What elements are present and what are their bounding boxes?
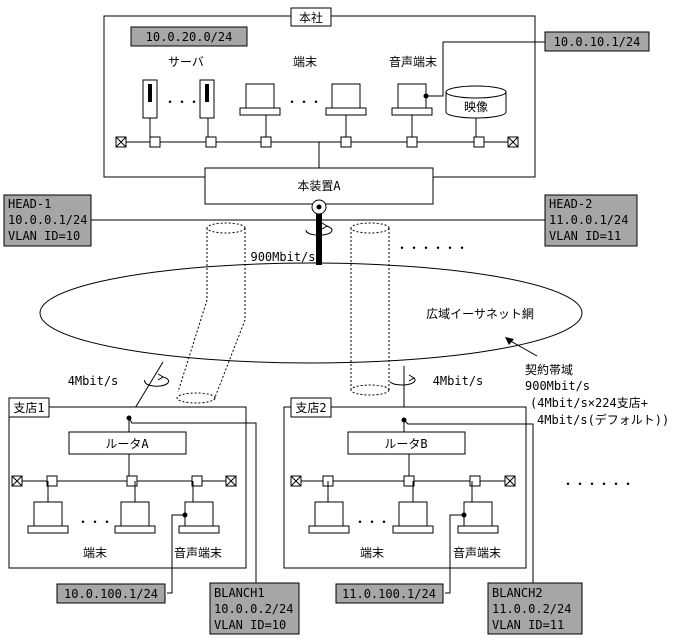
contract-line4: 4Mbit/s(デフォルト)) — [537, 412, 669, 427]
head2-vlan: VLAN ID=11 — [549, 229, 621, 243]
rotate-arrow-icon — [389, 377, 416, 386]
trunk-link — [316, 210, 322, 265]
blanch2-ip: 11.0.0.2/24 — [492, 602, 571, 616]
terminal-pc-icon — [27, 501, 69, 534]
branch2-title: 支店2 — [295, 401, 326, 415]
router-b — [347, 431, 466, 455]
contract-line1: 契約帯域 — [525, 362, 573, 377]
blanch2-label-box: BLANCH2 11.0.0.2/24 VLAN ID=11 — [487, 582, 583, 635]
virtual-tunnel-2 — [350, 222, 390, 396]
contract-line2: 900Mbit/s — [525, 379, 590, 393]
hq-voice-ip: 10.0.10.1/24 — [554, 35, 641, 49]
branch1-terminal-label: 端末 — [83, 546, 107, 560]
voice-terminal-icon — [391, 83, 433, 116]
hq-terminal-label: 端末 — [293, 55, 317, 69]
branch2-voice-label: 音声端末 — [453, 545, 501, 560]
blanch1-ip: 10.0.0.2/24 — [214, 602, 293, 616]
terminal-pc-icon — [392, 501, 434, 534]
head1-ip: 10.0.0.1/24 — [8, 213, 87, 227]
device-a-label: 本装置A — [297, 179, 341, 193]
head1-vlan: VLAN ID=10 — [8, 229, 80, 243]
branch2-terminal-label: 端末 — [360, 546, 384, 560]
router-b-label: ルータB — [384, 437, 427, 451]
branch2-voice-ip: 11.0.100.1/24 — [342, 587, 436, 601]
branch2-speed: 4Mbit/s — [433, 374, 484, 388]
blanch1-vlan: VLAN ID=10 — [214, 618, 286, 632]
server-ellipsis: ・・・ — [164, 95, 200, 109]
head2-ip: 11.0.0.1/24 — [549, 213, 628, 227]
server-icon — [142, 79, 158, 119]
trunk-speed: 900Mbit/s — [250, 250, 315, 264]
more-branches-dots: ・・・・・・ — [562, 477, 634, 491]
hq-site: 本社 10.0.20.0/24 サーバ 端末 音声端末 ・・・ ・・・ 映像 1… — [103, 7, 650, 205]
branch1-speed: 4Mbit/s — [68, 374, 119, 388]
blanch1-name: BLANCH1 — [214, 586, 265, 600]
wan-label: 広域イーサネット網 — [426, 307, 534, 321]
router-a-label: ルータA — [105, 437, 149, 451]
hq-subnet: 10.0.20.0/24 — [146, 30, 233, 44]
hq-voice-label: 音声端末 — [389, 54, 437, 69]
terminal-pc-icon — [239, 83, 281, 116]
router-a — [68, 431, 187, 455]
branch2-frame — [283, 406, 527, 569]
terminal-ellipsis: ・・・ — [286, 95, 322, 109]
hq-subnet-box — [130, 26, 248, 47]
blanch2-vlan: VLAN ID=11 — [492, 618, 564, 632]
rotate-arrow-icon — [305, 225, 333, 236]
head2-name: HEAD-2 — [549, 197, 592, 211]
blanch2-name: BLANCH2 — [492, 586, 543, 600]
branch2-site: 4Mbit/s 支店2 ルータB ・・・ 端末 音声端末 11.0.100.1/… — [283, 366, 583, 635]
wan-cloud — [39, 262, 583, 364]
head1-label-box: HEAD-1 10.0.0.1/24 VLAN ID=10 — [3, 194, 92, 247]
terminal-pc-icon — [308, 501, 350, 534]
branch1-voice-label: 音声端末 — [174, 545, 222, 560]
virtual-tunnel-1 — [176, 222, 246, 404]
branch2-ellipsis: ・・・ — [354, 515, 390, 529]
hq-title-box — [290, 7, 332, 27]
head1-name: HEAD-1 — [8, 197, 51, 211]
blanch1-label-box: BLANCH1 10.0.0.2/24 VLAN ID=10 — [209, 582, 300, 635]
terminal-pc-icon — [114, 501, 156, 534]
contract-line3: (4Mbit/s×224支店+ — [530, 396, 648, 410]
hq-title: 本社 — [299, 10, 323, 25]
terminal-pc-icon — [325, 83, 367, 116]
device-a — [204, 167, 434, 205]
branch1-voice-ip: 10.0.100.1/24 — [64, 587, 158, 601]
branch1-ellipsis: ・・・ — [77, 515, 113, 529]
hq-voice-ip-box — [544, 31, 650, 52]
branch1-frame — [8, 406, 247, 569]
server-label: サーバ — [168, 55, 204, 69]
video-storage-icon — [445, 85, 507, 119]
rotate-arrow-icon — [144, 376, 170, 387]
more-dots: ・・・・・・ — [396, 241, 468, 255]
branch1-site: 4Mbit/s 支店1 ルータA ・・・ 端末 音声端末 10.0.100.1/… — [8, 361, 300, 635]
video-label: 映像 — [464, 100, 488, 114]
server-icon — [199, 79, 215, 119]
branch1-title: 支店1 — [13, 401, 44, 415]
head2-label-box: HEAD-2 11.0.0.1/24 VLAN ID=11 — [544, 194, 638, 247]
